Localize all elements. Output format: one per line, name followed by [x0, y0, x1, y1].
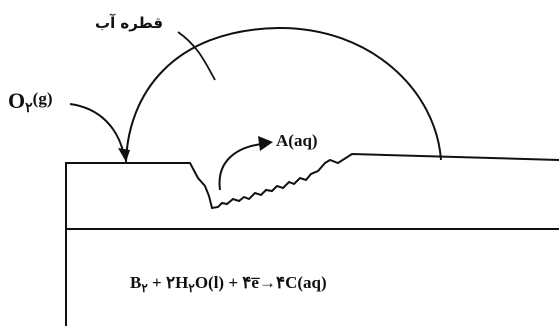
oxygen-arrow-head [118, 148, 130, 162]
eq-arrow: → [258, 273, 276, 292]
eq-electrons: ۴e̅ [242, 273, 259, 292]
eq-product: ۴C(aq) [275, 273, 327, 292]
metal-surface-outline [65, 152, 559, 326]
aqueous-product-label: A(aq) [276, 131, 318, 151]
oxygen-gas-label: O۲(g) [8, 88, 52, 117]
water-drop-text: قطره آب [95, 14, 164, 32]
oxygen-arrow-line [69, 103, 125, 156]
water-drop-outline [125, 26, 442, 163]
product-arrow-head [258, 136, 273, 151]
eq-plus-1: + [147, 273, 166, 292]
product-arrow-line [218, 143, 263, 191]
eq-water-rest: O(l) [194, 273, 225, 292]
eq-water-h-subscript: ۲ [188, 281, 195, 295]
eq-plus-2: + [224, 273, 243, 292]
water-drop-label: قطره آب [95, 14, 163, 32]
eq-water-coefficient: ۲ [165, 273, 176, 292]
aqueous-product-text: A(aq) [276, 131, 318, 150]
oxygen-state: (g) [32, 89, 53, 108]
eq-reactant-1-subscript: ۲ [141, 281, 148, 295]
oxygen-symbol: O [8, 88, 26, 113]
half-reaction-equation: B۲ + ۲H۲O(l) + ۴e̅→۴C(aq) [130, 273, 327, 296]
eq-water-h: H [175, 273, 189, 292]
eq-reactant-1: B [130, 273, 142, 292]
oxygen-subscript: ۲ [25, 101, 33, 116]
water-drop-leader [177, 31, 216, 81]
